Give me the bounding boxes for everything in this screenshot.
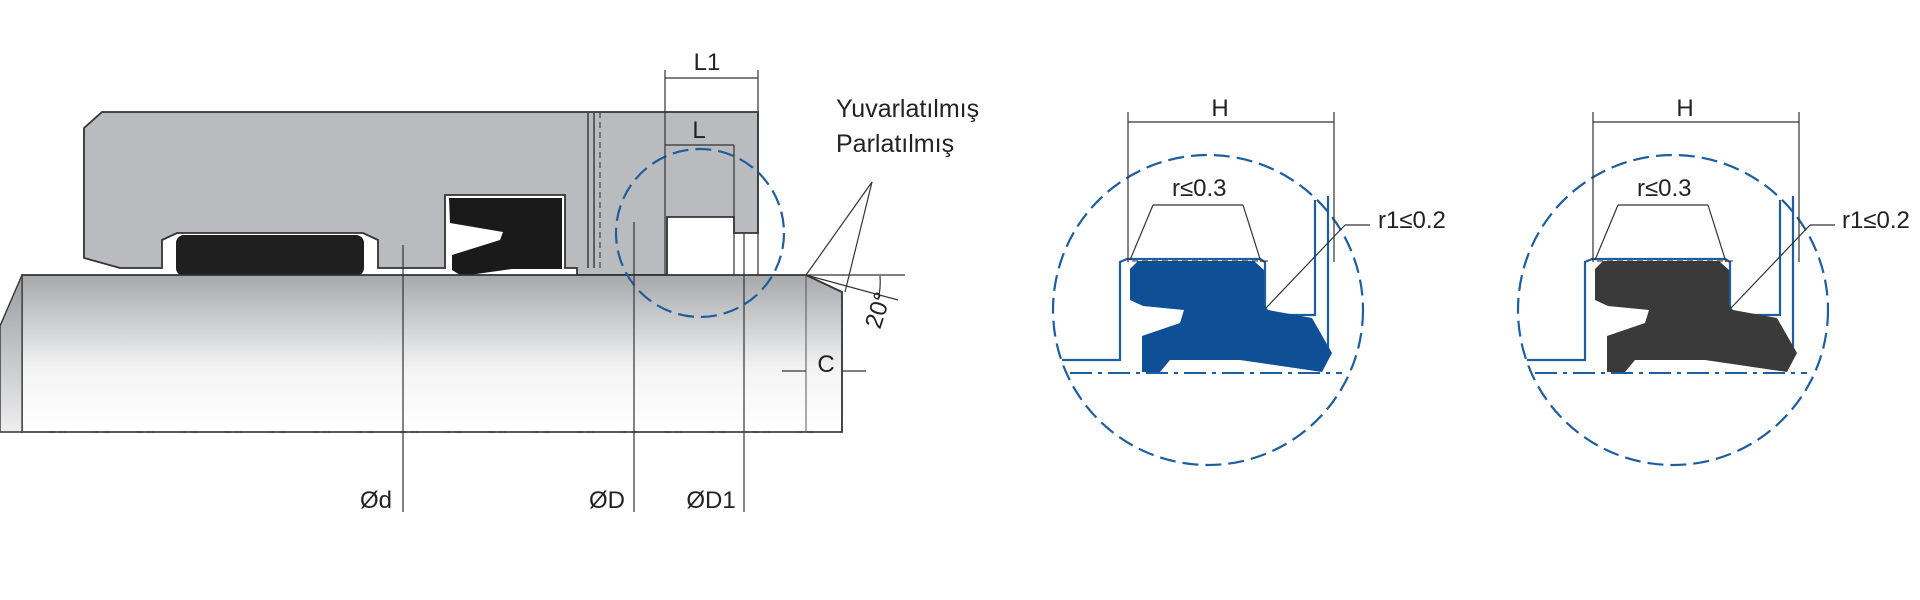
seal-profile-dark [1595,261,1797,372]
seal-profile-blue [1130,261,1332,372]
radius-r1-blue: r1≤0.2 [1265,207,1446,309]
dimension-d: Ød [360,245,404,514]
finish-label-line2: Parlatılmış [836,130,954,158]
oring-seal [176,235,364,276]
label-D: ØD [589,487,625,514]
u-cup-seal [449,198,562,276]
dimension-D: ØD [589,222,635,514]
label-H-dark: H [1676,95,1693,122]
label-r1-blue: r1≤0.2 [1378,207,1446,234]
label-angle: 20° [860,289,897,332]
radius-r-blue: r≤0.3 [1129,175,1262,263]
label-L: L [692,117,705,144]
label-D1: ØD1 [686,487,735,514]
label-L1: L1 [694,49,721,76]
surface-finish-note: Yuvarlatılmış Parlatılmış [805,95,979,293]
label-r-blue: r≤0.3 [1172,175,1227,202]
radius-r1-dark: r1≤0.2 [1730,207,1910,309]
label-C: C [817,351,834,378]
label-r1-dark: r1≤0.2 [1842,207,1910,234]
dimension-H-dark: H [1592,95,1800,262]
finish-label-line1: Yuvarlatılmış [836,95,979,123]
detail-circle [614,147,786,319]
radius-r-dark: r≤0.3 [1594,175,1727,263]
detail-circle-dark [1516,153,1830,467]
dimension-L1: L1 [664,49,759,275]
label-r-dark: r≤0.3 [1637,175,1692,202]
rod-left-end [0,274,23,433]
detail-circle-blue [1051,153,1365,467]
dimension-H-blue: H [1127,95,1335,262]
dimension-L: L [665,117,735,275]
rod [21,274,843,433]
installation-section: L1 L Yuvarlatılmış Parlatılmış 20° C [0,49,979,514]
dimension-D1: ØD1 [686,233,745,514]
label-d: Ød [360,487,392,514]
label-H-blue: H [1211,95,1228,122]
detail-dark-seal: H r≤0.3 r1≤0.2 [1516,95,1910,467]
detail-blue-seal: H r≤0.3 r1≤0.2 [1051,95,1446,467]
dimension-C: C [782,351,866,378]
